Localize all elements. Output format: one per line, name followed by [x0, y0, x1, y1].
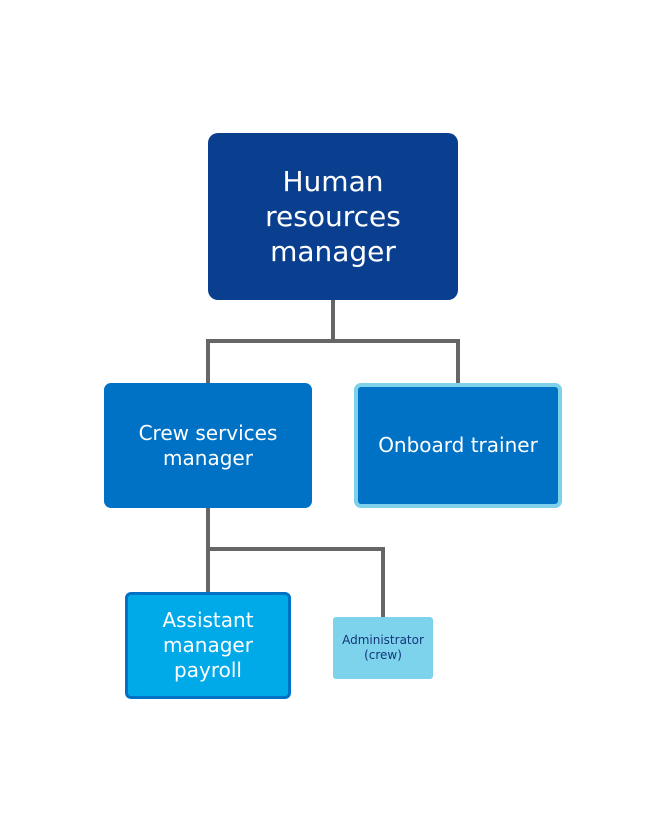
node-crew-services-manager: Crew services manager: [104, 383, 312, 508]
node-label: Administrator (crew): [342, 633, 424, 662]
node-onboard-trainer: Onboard trainer: [354, 383, 562, 508]
connector-hr-to-level2: [206, 298, 460, 385]
node-administrator-crew: Administrator (crew): [333, 617, 433, 679]
connector-crew-to-level3: [206, 506, 385, 619]
node-label: Crew services manager: [138, 420, 278, 470]
node-label: Assistant manager payroll: [162, 608, 254, 682]
node-human-resources-manager: Human resources manager: [208, 133, 458, 300]
node-assistant-manager-payroll: Assistant manager payroll: [125, 592, 291, 699]
node-label: Human resources manager: [265, 165, 401, 268]
node-label: Onboard trainer: [378, 433, 538, 457]
